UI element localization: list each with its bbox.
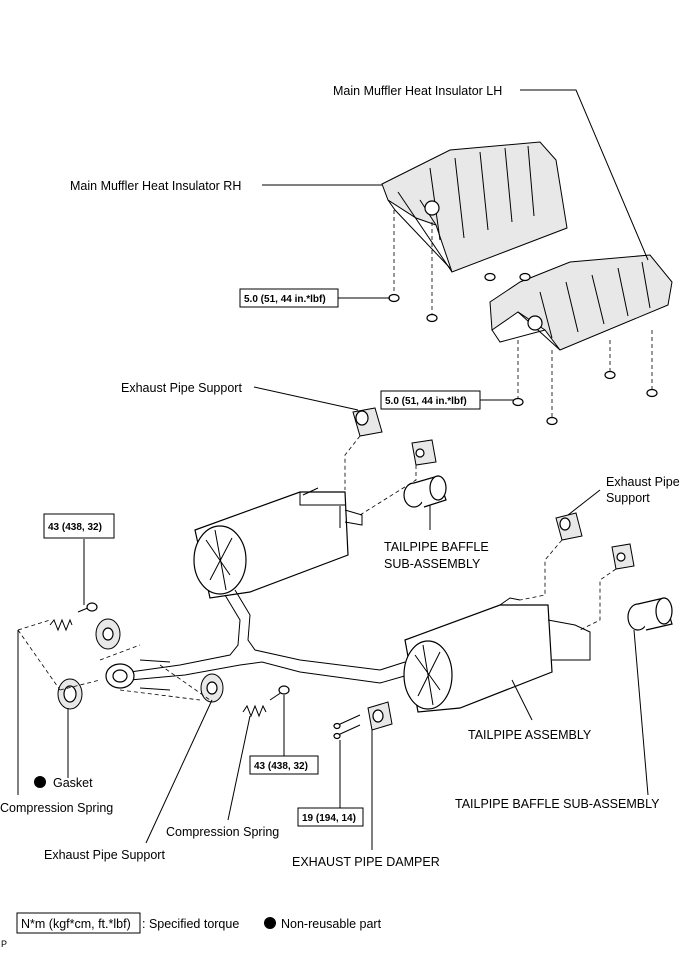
legend-nonreusable: Non-reusable part	[281, 917, 382, 931]
torque-box-1: 5.0 (51, 44 in.*lbf)	[239, 288, 339, 308]
torque-box-3: 43 (438, 32)	[43, 513, 115, 539]
exhaust-pipe-support-right	[555, 512, 583, 541]
label-tailpipe-baffle-sub: TAILPIPE BAFFLE SUB-ASSEMBLY	[455, 797, 660, 811]
hanger-bracket-right	[611, 543, 635, 570]
label-tailpipe-baffle-1: TAILPIPE BAFFLE	[384, 540, 489, 554]
nonreusable-dot-gasket	[34, 776, 46, 788]
exhaust-pipe-damper	[333, 701, 393, 740]
torque-box-4: 43 (438, 32)	[249, 755, 319, 775]
exhaust-pipe-support-top	[352, 407, 383, 437]
label-exhaust-pipe-support-right-1: Exhaust Pipe	[606, 475, 680, 489]
exhaust-pipe-support-mid	[200, 673, 224, 703]
label-insulator-rh: Main Muffler Heat Insulator RH	[70, 179, 241, 193]
hanger-bracket-top	[411, 439, 437, 466]
heat-insulator-lh	[489, 254, 673, 351]
compression-spring-mid	[242, 685, 290, 718]
legend: N*m (kgf*cm, ft.*lbf) : Specified torque…	[16, 912, 382, 934]
label-exhaust-pipe-support-bottom: Exhaust Pipe Support	[44, 848, 165, 862]
label-exhaust-pipe-support-top: Exhaust Pipe Support	[121, 381, 242, 395]
leader-lines	[17, 89, 649, 850]
insulator-nuts	[388, 210, 658, 426]
torque-value-5: 19 (194, 14)	[302, 813, 356, 824]
main-muffler	[193, 487, 363, 599]
label-tailpipe-baffle-2: SUB-ASSEMBLY	[384, 557, 481, 571]
label-compression-spring-mid: Compression Spring	[166, 825, 279, 839]
exhaust-pipe-support-left	[95, 618, 121, 650]
exhaust-pipe	[105, 589, 409, 691]
nonreusable-dot-legend	[264, 917, 276, 929]
torque-value-1: 5.0 (51, 44 in.*lbf)	[244, 294, 326, 305]
label-exhaust-pipe-support-right-2: Support	[606, 491, 650, 505]
torque-box-5: 19 (194, 14)	[297, 807, 364, 827]
legend-unit-text: : Specified torque	[142, 917, 239, 931]
legend-unit-box: N*m (kgf*cm, ft.*lbf)	[21, 917, 131, 931]
tailpipe-assembly-muffler	[403, 597, 591, 713]
torque-box-2: 5.0 (51, 44 in.*lbf)	[380, 390, 481, 410]
compression-spring-left	[49, 602, 98, 632]
torque-value-3: 43 (438, 32)	[48, 522, 102, 533]
tailpipe-baffle-top	[403, 475, 447, 508]
label-exhaust-pipe-damper: EXHAUST PIPE DAMPER	[292, 855, 440, 869]
label-gasket: Gasket	[53, 776, 93, 790]
corner-mark: P	[1, 939, 7, 949]
gasket	[57, 678, 83, 710]
torque-value-2: 5.0 (51, 44 in.*lbf)	[385, 396, 467, 407]
label-tailpipe-assembly: TAILPIPE ASSEMBLY	[468, 728, 592, 742]
tailpipe-baffle-bottom	[627, 597, 673, 631]
torque-value-4: 43 (438, 32)	[254, 761, 308, 772]
label-insulator-lh: Main Muffler Heat Insulator LH	[333, 84, 502, 98]
label-compression-spring-left: Compression Spring	[0, 801, 113, 815]
heat-insulator-rh	[381, 141, 568, 273]
